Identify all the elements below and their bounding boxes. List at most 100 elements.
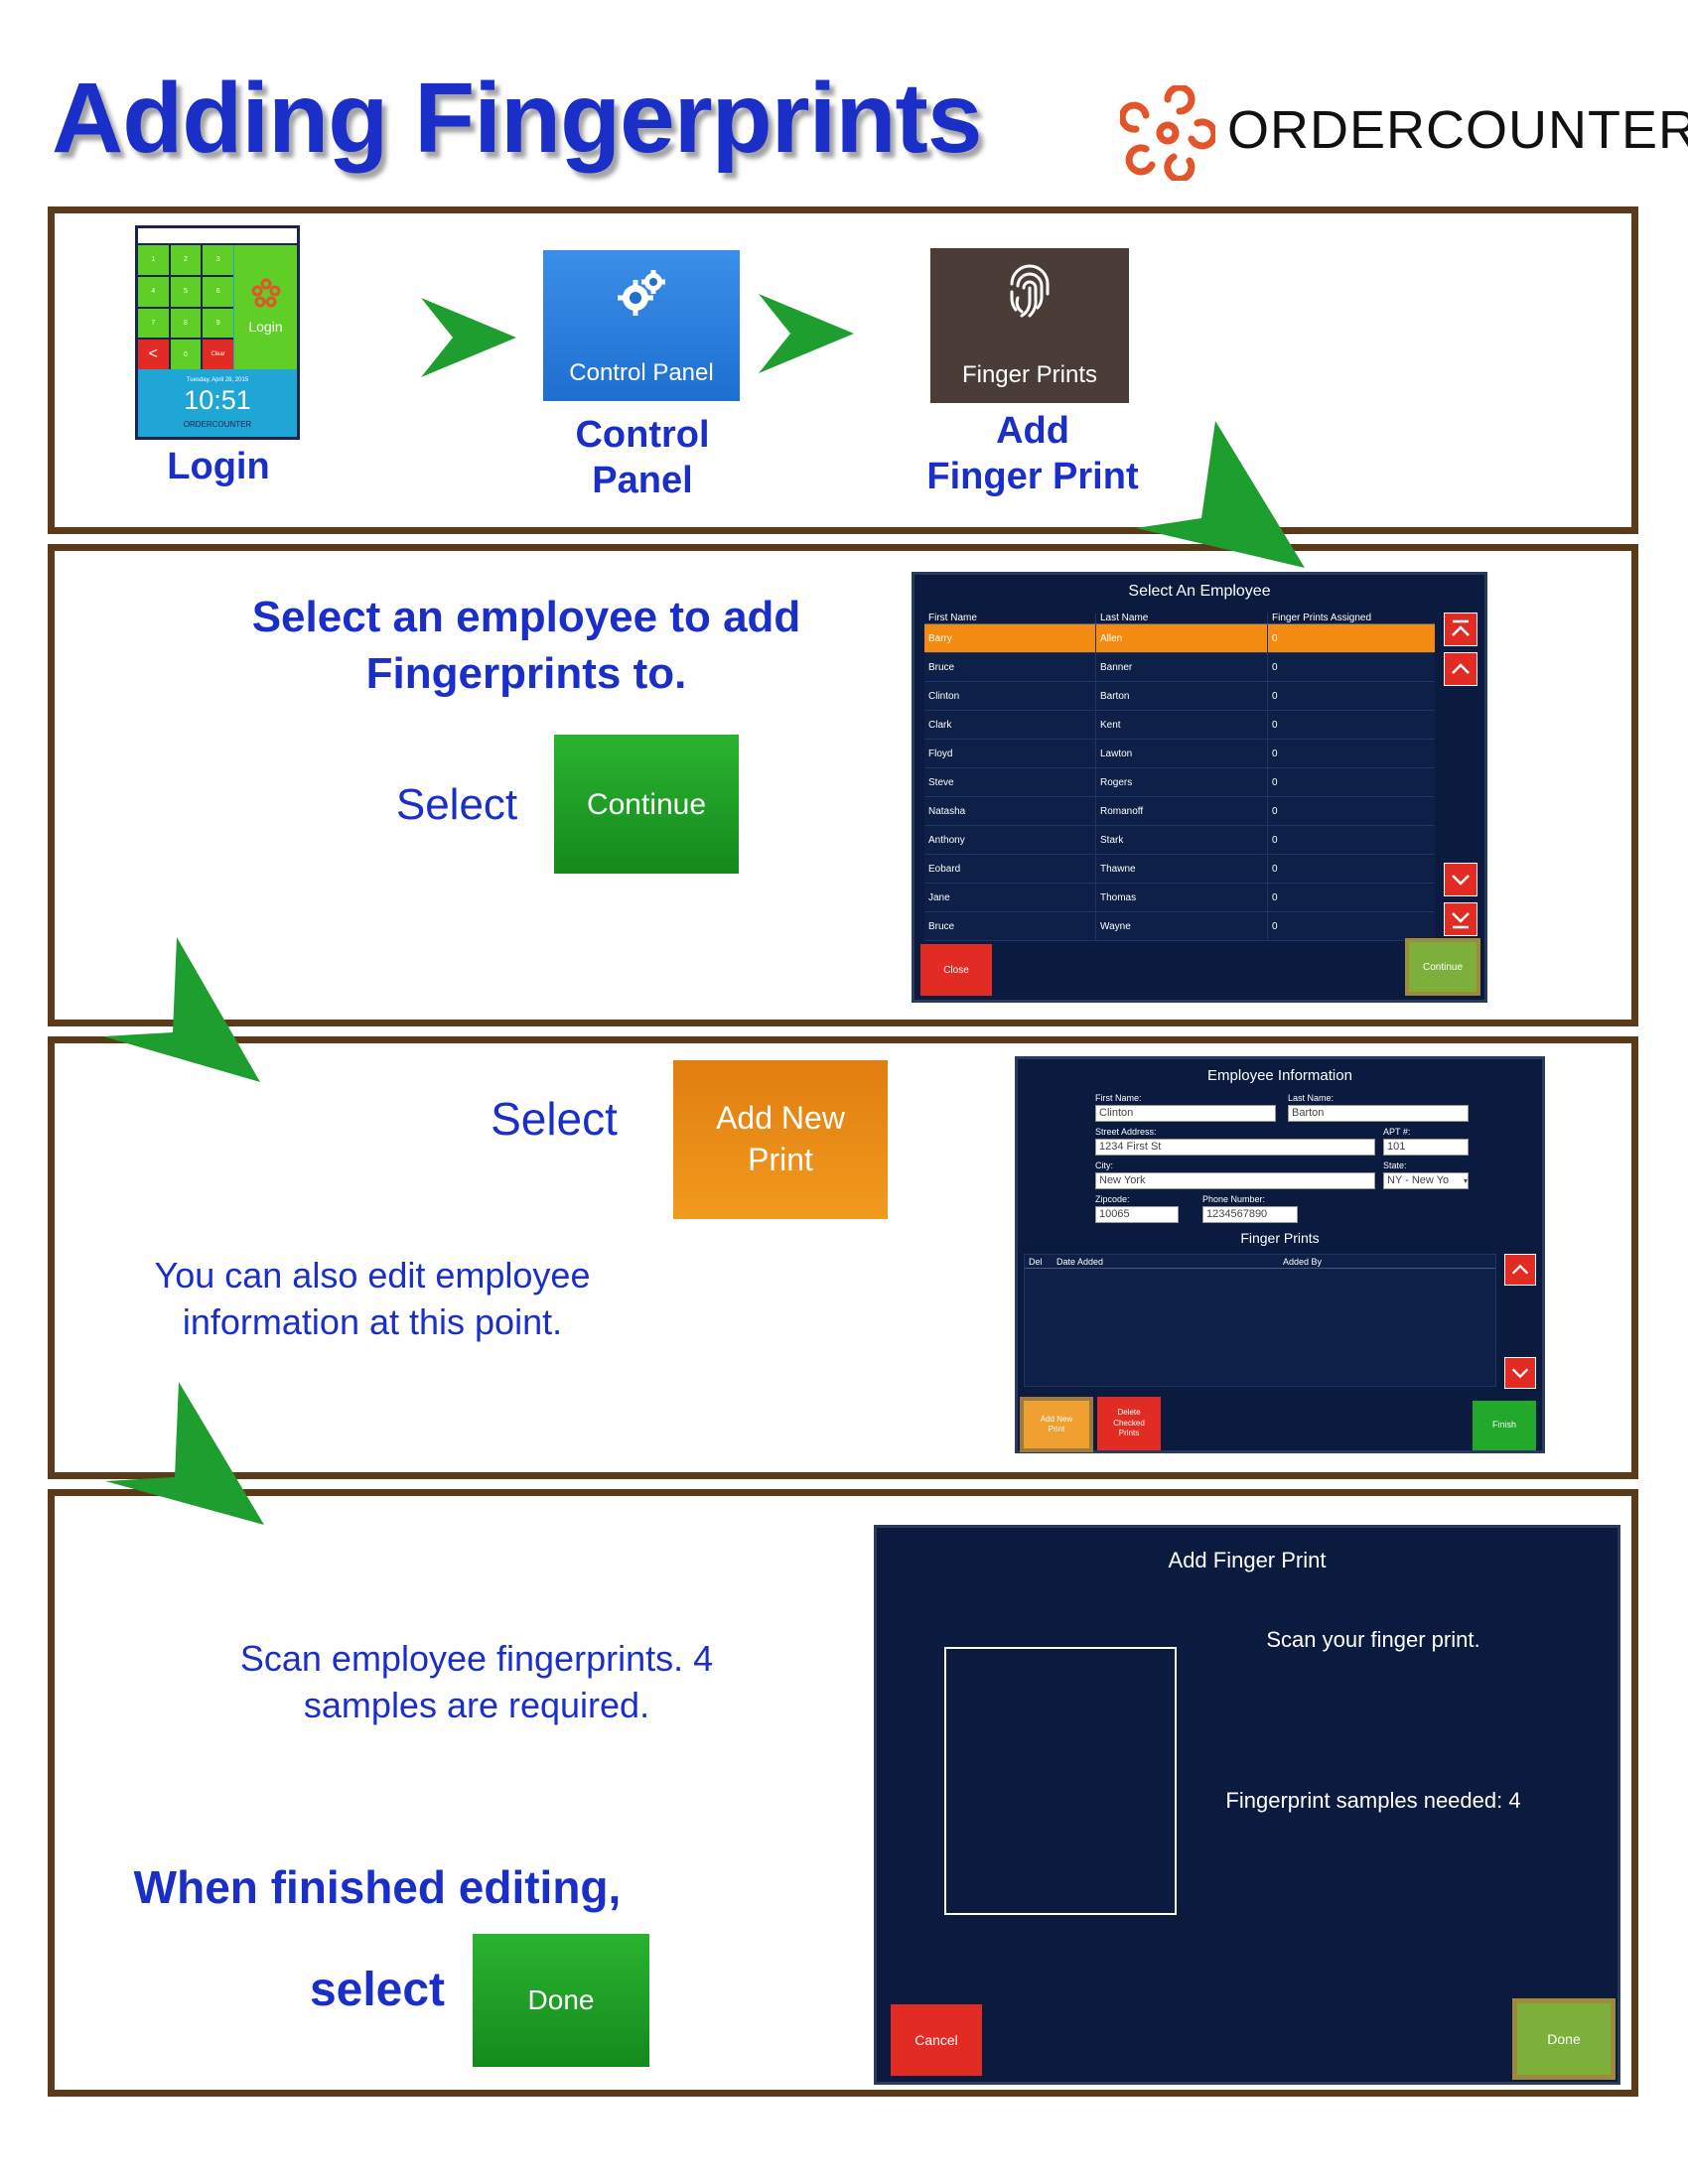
- finger-prints-title: Finger Prints: [1240, 1230, 1320, 1246]
- gear-icon: [618, 270, 665, 316]
- add-finger-print-dialog: Add Finger Print Scan your finger print.…: [874, 1525, 1620, 2085]
- zip-field[interactable]: 10065: [1095, 1206, 1179, 1223]
- city-label: City:: [1095, 1160, 1113, 1170]
- order-counter-logo-icon: [1120, 85, 1215, 181]
- login-screen-thumbnail[interactable]: 1 2 3 4 5 6 7 8 9 < 0 Clear Login Tuesda…: [135, 225, 300, 440]
- cell: Barry: [924, 624, 1096, 652]
- cell: Rogers: [1096, 768, 1268, 796]
- prints-table: Del Date Added Added By: [1024, 1254, 1496, 1387]
- zip-label: Zipcode:: [1095, 1194, 1130, 1204]
- scroll-down-button[interactable]: [1444, 863, 1477, 896]
- last-name-label: Last Name:: [1288, 1093, 1335, 1103]
- cell: 0: [1272, 661, 1278, 673]
- fingerprint-scan-area: [944, 1647, 1177, 1915]
- cell: 0: [1272, 690, 1278, 702]
- continue-button[interactable]: Continue: [1405, 938, 1480, 996]
- note-line1: You can also edit employee: [154, 1255, 591, 1296]
- state-select[interactable]: NY - New Yo ▾: [1383, 1172, 1469, 1189]
- cell: Thomas: [1096, 884, 1268, 911]
- select-label: Select: [395, 780, 518, 829]
- dialog-title: Select An Employee: [1128, 583, 1271, 600]
- cell: Clark: [924, 711, 1096, 739]
- cell: Bruce: [924, 912, 1096, 940]
- cell: 0: [1272, 920, 1278, 932]
- key-6: 6: [203, 276, 233, 307]
- arrow-down-right-icon: [105, 1382, 264, 1525]
- scroll-top-button[interactable]: [1444, 613, 1477, 646]
- apt-field[interactable]: 101: [1383, 1139, 1469, 1156]
- cancel-button[interactable]: Cancel: [891, 2004, 982, 2076]
- brand-name: OrderCounter: [1227, 99, 1688, 161]
- brand-word-1: Order: [1227, 100, 1427, 160]
- scroll-down-button[interactable]: [1504, 1357, 1536, 1389]
- finger-prints-tile[interactable]: Finger Prints: [930, 248, 1129, 403]
- scroll-up-button[interactable]: [1444, 652, 1477, 686]
- close-button[interactable]: Close: [920, 944, 992, 996]
- city-field[interactable]: New York: [1095, 1172, 1375, 1189]
- login-key: Login: [234, 245, 297, 369]
- cell: Steve: [924, 768, 1096, 796]
- cell: Banner: [1096, 653, 1268, 681]
- samples-needed: Fingerprint samples needed: 4: [1225, 1788, 1521, 1813]
- note-line2: information at this point.: [182, 1300, 563, 1342]
- scroll-up-button[interactable]: [1504, 1254, 1536, 1286]
- cell: Floyd: [924, 740, 1096, 767]
- chevron-up-icon: [1452, 663, 1470, 674]
- select-label: select: [309, 1964, 446, 2016]
- last-name-field[interactable]: Barton: [1288, 1105, 1469, 1122]
- add-new-print-button[interactable]: Add New Print: [1020, 1397, 1093, 1452]
- scan-prompt: Scan your finger print.: [1266, 1627, 1480, 1652]
- key-3: 3: [203, 245, 233, 275]
- step1-frame: [48, 206, 1638, 534]
- fingerprint-icon: [1010, 264, 1050, 318]
- chevron-up-icon: [1511, 1264, 1529, 1275]
- finished-editing-heading: When finished editing,: [133, 1861, 622, 1913]
- cell: 0: [1272, 891, 1278, 903]
- arrow-down-right-icon: [103, 937, 260, 1082]
- apt-label: APT #:: [1383, 1127, 1411, 1137]
- arrow-down-left-icon: [1136, 421, 1305, 568]
- scroll-bottom-button[interactable]: [1444, 902, 1477, 936]
- key-7: 7: [138, 308, 169, 339]
- instruction-line2: Fingerprints to.: [365, 648, 687, 698]
- cell: 0: [1272, 776, 1278, 788]
- done-button[interactable]: Done: [1512, 1998, 1616, 2080]
- control-panel-tile[interactable]: Control Panel: [543, 250, 740, 401]
- finish-button[interactable]: Finish: [1473, 1401, 1536, 1450]
- cell: 0: [1272, 719, 1278, 731]
- continue-button-sample[interactable]: Continue: [554, 735, 739, 874]
- col-date-added: Date Added: [1056, 1256, 1104, 1267]
- street-field[interactable]: 1234 First St: [1095, 1139, 1375, 1156]
- login-brand: OrderCounter: [183, 420, 252, 429]
- cell: Allen: [1096, 624, 1268, 652]
- first-name-field[interactable]: Clinton: [1095, 1105, 1276, 1122]
- control-panel-caption-line2: Panel: [592, 459, 693, 501]
- scan-line1: Scan employee fingerprints. 4: [239, 1638, 714, 1679]
- dialog-title: Add Finger Print: [1168, 1548, 1327, 1572]
- chevron-down-icon: [1452, 875, 1470, 886]
- brand-word-2: Counter: [1426, 100, 1688, 160]
- done-button-sample[interactable]: Done: [473, 1934, 649, 2067]
- login-key-label: Login: [248, 318, 283, 335]
- phone-field[interactable]: 1234567890: [1202, 1206, 1298, 1223]
- add-new-print-button-sample[interactable]: Add New Print: [673, 1060, 888, 1219]
- key-clear: Clear: [203, 340, 233, 369]
- delete-checked-prints-button[interactable]: Delete Checked Prints: [1097, 1397, 1161, 1450]
- add-finger-print-caption: Add Finger Print: [894, 409, 1172, 499]
- cell: Clinton: [924, 682, 1096, 710]
- cell: 0: [1272, 632, 1278, 644]
- phone-label: Phone Number:: [1202, 1194, 1266, 1204]
- select-employee-dialog: Select An Employee First Name Last Name …: [912, 572, 1487, 1003]
- cell: Eobard: [924, 855, 1096, 883]
